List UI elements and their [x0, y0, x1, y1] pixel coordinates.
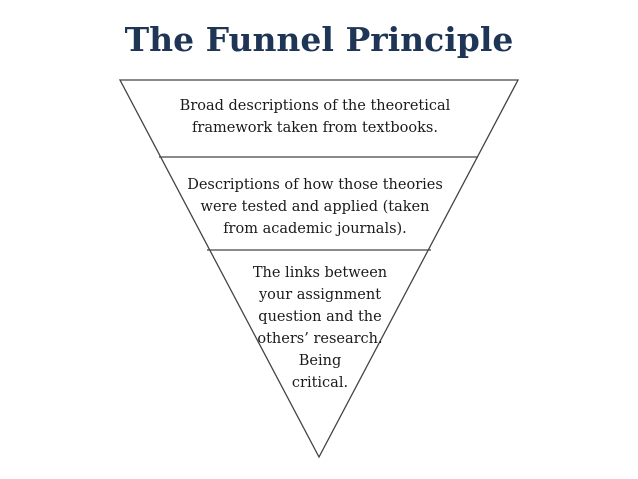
funnel-level-3-text: The links between your assignment questi…	[220, 262, 420, 394]
funnel-outline	[118, 79, 520, 459]
funnel-level-3-line: your assignment	[258, 287, 382, 303]
funnel-level-2-line: from academic journals).	[223, 221, 407, 237]
page-title: The Funnel Principle	[124, 20, 514, 59]
funnel-level-2-line: were tested and applied (taken	[200, 199, 430, 215]
funnel-level-3-line: Being	[298, 353, 342, 369]
funnel-level-3-line: The links between	[252, 265, 388, 281]
funnel-level-3-line: critical.	[291, 375, 349, 391]
funnel-level-2-text: Descriptions of how those theories were …	[170, 174, 460, 240]
funnel-level-3-line: question and the	[258, 309, 382, 325]
funnel-level-3-line: others’ research.	[257, 331, 383, 347]
funnel-level-1-text: Broad descriptions of the theoretical fr…	[160, 95, 470, 139]
funnel-level-1-line: Broad descriptions of the theoretical	[179, 98, 451, 114]
funnel-level-1-line: framework taken from textbooks.	[192, 120, 438, 136]
funnel-level-2-line: Descriptions of how those theories	[187, 177, 443, 193]
